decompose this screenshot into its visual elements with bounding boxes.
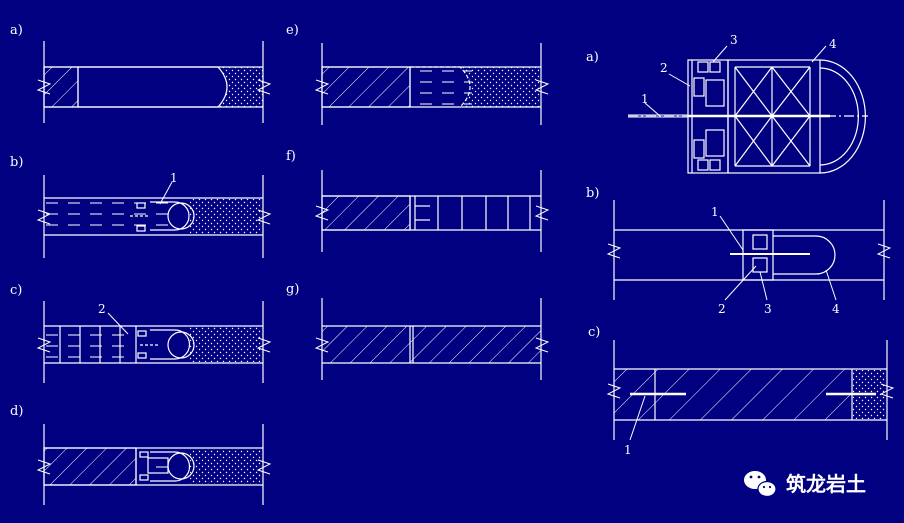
callout-right-b-3: 3 — [764, 302, 772, 316]
panel-left-d — [36, 424, 272, 505]
callout-left-c: 2 — [98, 302, 106, 316]
callout-right-b-2: 2 — [718, 302, 726, 316]
label-mid-e: e) — [286, 23, 299, 38]
label-left-c: c) — [10, 283, 22, 298]
label-left-a: a) — [10, 23, 23, 38]
panel-mid-f — [314, 170, 550, 252]
label-right-c: c) — [588, 325, 600, 340]
panel-mid-e — [314, 43, 550, 125]
label-mid-f: f) — [286, 149, 296, 164]
label-left-b: b) — [10, 155, 23, 170]
panel-right-b — [606, 200, 892, 301]
label-mid-g: g) — [286, 282, 299, 297]
panel-left-a — [36, 41, 272, 123]
callout-right-a-1: 1 — [641, 92, 649, 106]
label-left-d: d) — [10, 404, 23, 419]
panel-left-c — [36, 301, 272, 383]
callout-right-b-1: 1 — [711, 205, 719, 219]
callout-right-c-1: 1 — [624, 443, 632, 457]
callout-right-a-2: 2 — [660, 61, 668, 75]
panel-mid-g — [314, 298, 550, 380]
callout-right-a-3: 3 — [730, 33, 738, 47]
panel-right-c — [606, 340, 895, 441]
panel-left-b — [36, 175, 272, 258]
panel-right-a — [628, 45, 868, 174]
wechat-icon — [744, 471, 777, 498]
callout-left-b: 1 — [170, 171, 178, 185]
label-right-b: b) — [586, 186, 599, 201]
callout-right-b-4: 4 — [832, 302, 840, 316]
watermark-text: 筑龙岩土 — [786, 472, 866, 496]
callout-right-a-4: 4 — [829, 37, 837, 51]
label-right-a: a) — [586, 50, 599, 65]
